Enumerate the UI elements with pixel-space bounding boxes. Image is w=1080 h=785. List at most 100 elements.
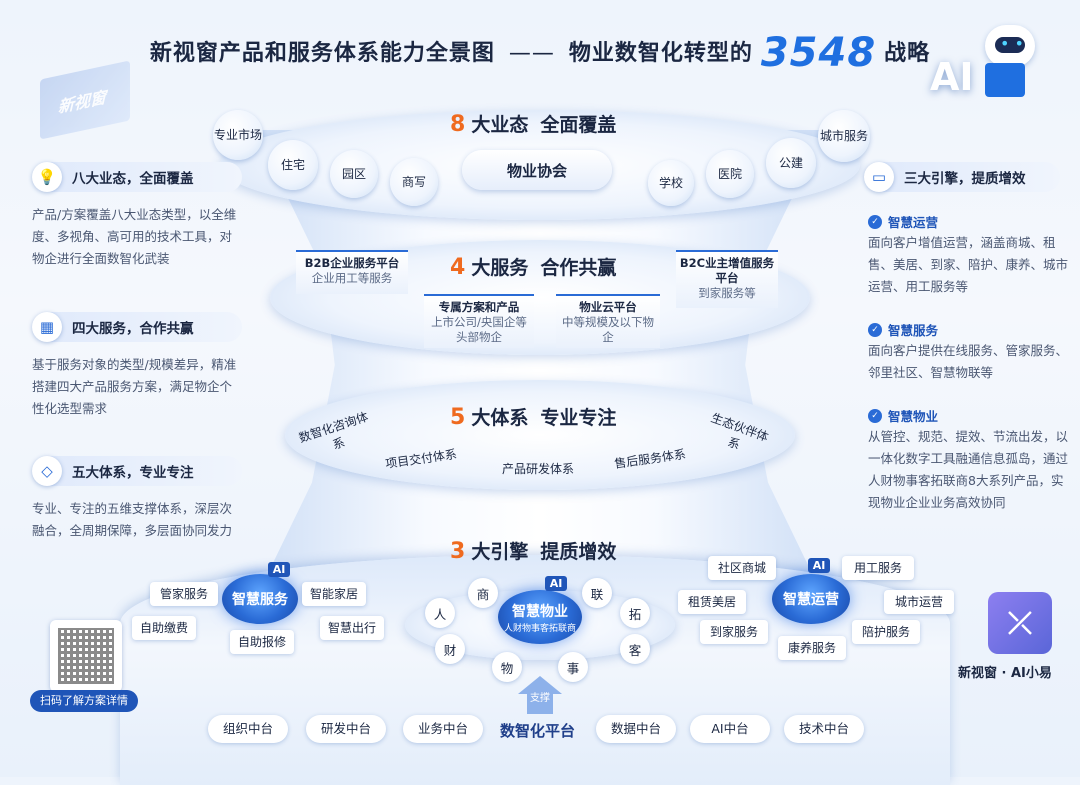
layer3-t2: 提质增效: [540, 541, 617, 563]
hub-smart-operation: 智慧运营: [772, 574, 850, 624]
right-sub-1: ✓ 智慧运营: [868, 212, 938, 231]
robot-icon: [985, 25, 1035, 67]
chip-community-mall: 社区商城: [708, 556, 776, 580]
association-pill: 物业协会: [462, 150, 612, 190]
right-sub-2: ✓ 智慧服务: [868, 320, 938, 339]
left-head-1: 💡 八大业态，全面覆盖: [32, 162, 242, 192]
service-b2c-title: B2C业主增值服务平台: [679, 256, 775, 285]
hub-left-name: 智慧服务: [232, 592, 288, 608]
bubble-public: 公建: [766, 138, 816, 188]
title-number: 3548: [760, 30, 877, 76]
support-label: 支撑: [527, 694, 553, 714]
right-sub-3: ✓ 智慧物业: [868, 406, 938, 425]
title-part2: 物业数智化转型的: [568, 41, 753, 66]
left-head-2-text: 四大服务，合作共赢: [72, 321, 194, 337]
ring-5-systems: [285, 380, 795, 490]
brand-right-logo-icon: ⤫: [988, 592, 1052, 654]
bubble-residential: 住宅: [268, 140, 318, 190]
support-arrow-icon: [518, 676, 562, 694]
title-dash: ——: [508, 41, 555, 66]
service-b2b-title: B2B企业服务平台: [304, 256, 400, 270]
left-head-1-text: 八大业态，全面覆盖: [72, 171, 194, 187]
platform-ai: AI中台: [690, 715, 770, 743]
service-b2b-desc: 企业用工等服务: [311, 271, 393, 285]
service-exclusive: 专属方案和产品上市公司/央国企等头部物企: [424, 294, 534, 348]
right-sub-1-text: 面向客户增值运营，涵盖商城、租售、美居、到家、陪护、康养、城市运营、用工服务等: [868, 235, 1069, 294]
grid-icon: ▦: [32, 312, 62, 342]
service-b2c-desc: 到家服务等: [698, 286, 756, 300]
chip-selfpay: 自助缴费: [132, 616, 196, 640]
chip-rental: 租赁美居: [678, 590, 746, 614]
letter-person: 人: [425, 598, 455, 628]
layer5-num: 5: [450, 405, 466, 430]
lightbulb-icon: 💡: [32, 162, 62, 192]
layer3-num: 3: [450, 539, 466, 564]
platform-tech: 技术中台: [784, 715, 864, 743]
left-head-2: ▦ 四大服务，合作共赢: [32, 312, 242, 342]
right-sub-3-head: 智慧物业: [888, 409, 939, 424]
right-head: ▭三大引擎，提质增效: [864, 162, 1060, 192]
service-cloud: 物业云平台中等规模及以下物企: [556, 294, 660, 348]
chip-selfrepair: 自助报修: [230, 630, 294, 654]
letter-link: 联: [582, 578, 612, 608]
check-icon: ✓: [868, 322, 882, 337]
check-icon: ✓: [868, 408, 882, 423]
brand-left-text: 新视窗: [58, 87, 107, 117]
platform-title: 数智化平台: [500, 722, 576, 740]
letter-matter: 事: [558, 652, 588, 682]
layer4-num: 4: [450, 255, 466, 280]
check-icon: ✓: [868, 214, 882, 229]
right-sub-2-head: 智慧服务: [888, 323, 939, 338]
chip-nursing: 陪护服务: [852, 620, 920, 644]
bubble-hospital: 医院: [706, 150, 754, 198]
bubble-park: 园区: [330, 150, 378, 198]
title-part1: 新视窗产品和服务体系能力全景图: [149, 41, 495, 66]
hub-center-name: 智慧物业: [512, 603, 568, 620]
letter-finance: 财: [435, 634, 465, 664]
hub-smart-property: 智慧物业人财物事客拓联商: [498, 590, 582, 644]
monitor-icon: ▭: [864, 162, 894, 192]
page-title: 新视窗产品和服务体系能力全景图 —— 物业数智化转型的 3548 战略: [0, 30, 1080, 76]
platform-data: 数据中台: [596, 715, 676, 743]
brand-right-text: 新视窗 · AI小易: [958, 666, 1052, 681]
diamond-icon: ◇: [32, 456, 62, 486]
bubble-market: 专业市场: [213, 110, 263, 160]
layer4-t1: 大服务: [471, 257, 529, 279]
qr-button[interactable]: 扫码了解方案详情: [30, 690, 138, 712]
title-part3: 战略: [884, 41, 931, 66]
platform-org: 组织中台: [208, 715, 288, 743]
hub-smart-service: 智慧服务: [222, 574, 298, 624]
right-sub-2-text: 面向客户提供在线服务、管家服务、邻里社区、智慧物联等: [868, 343, 1069, 380]
layer5-t1: 大体系: [471, 407, 529, 429]
service-cloud-desc: 中等规模及以下物企: [562, 315, 654, 344]
service-b2c: B2C业主增值服务平台到家服务等: [676, 250, 778, 308]
left-head-3: ◇五大体系，专业专注: [32, 456, 242, 486]
left-text-2: 基于服务对象的类型/规模差异，精准搭建四大产品服务方案，满足物企个性化选型需求: [32, 357, 237, 416]
chip-home-service: 到家服务: [700, 620, 768, 644]
ai-badge: AI: [930, 55, 1025, 99]
hub-center-ai-tag: AI: [545, 576, 567, 591]
letter-customer: 客: [620, 634, 650, 664]
chip-smarttravel: 智慧出行: [320, 616, 384, 640]
layer5-t2: 专业专注: [540, 407, 617, 429]
hub-right-ai-tag: AI: [808, 558, 830, 573]
bubble-office: 商写: [390, 158, 438, 206]
hub-right-name: 智慧运营: [783, 592, 839, 608]
layer8-num: 8: [450, 112, 466, 137]
bubble-city: 城市服务: [818, 110, 870, 162]
chip-labor: 用工服务: [842, 556, 914, 580]
qr-code[interactable]: [50, 620, 122, 692]
layer8-t2: 全面覆盖: [540, 114, 617, 136]
right-sub-1-head: 智慧运营: [888, 215, 939, 230]
service-exclusive-desc: 上市公司/央国企等头部物企: [431, 315, 527, 344]
hub-left-ai-tag: AI: [268, 562, 290, 577]
service-cloud-title: 物业云平台: [579, 300, 637, 314]
chip-elderly: 康养服务: [778, 636, 846, 660]
chip-smarthome: 智能家居: [302, 582, 366, 606]
letter-expand: 拓: [620, 598, 650, 628]
system-rnd: 产品研发体系: [502, 462, 575, 476]
